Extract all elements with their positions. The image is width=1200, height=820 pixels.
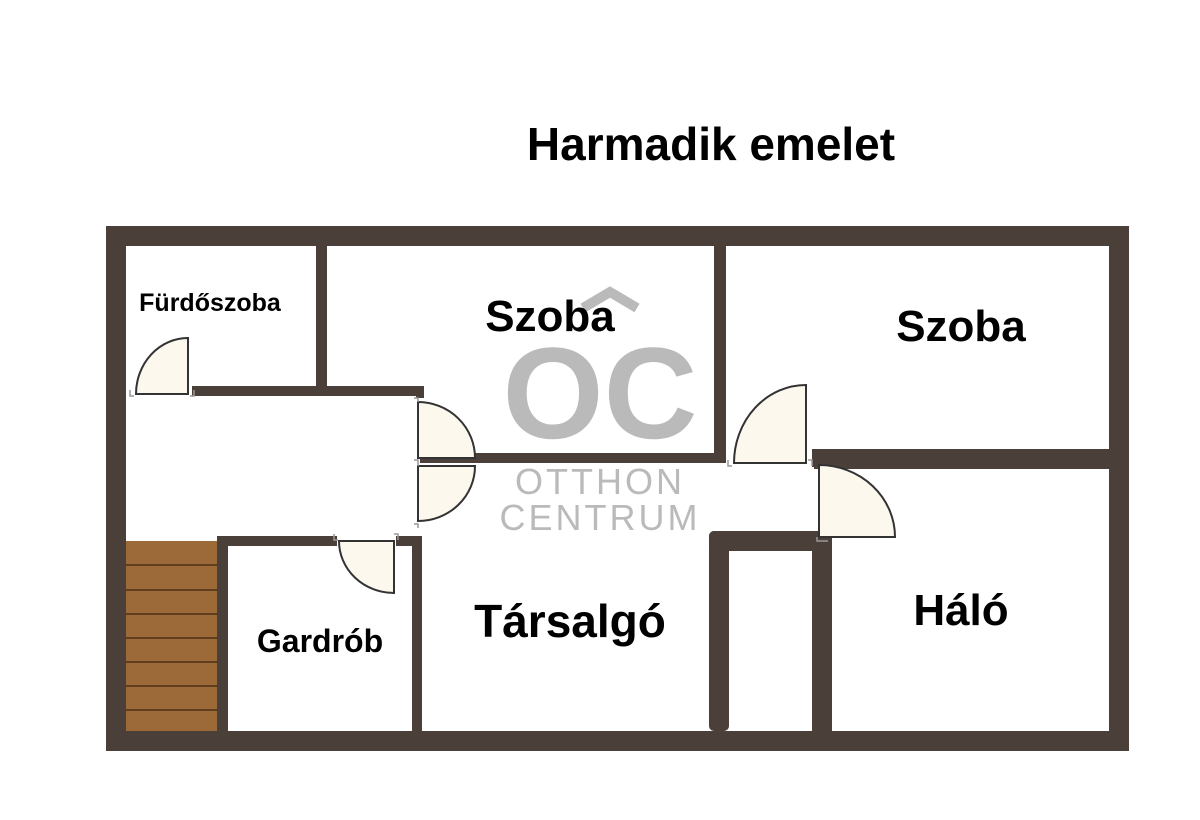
wardrobe-left-wall	[217, 536, 228, 731]
staircase	[126, 541, 218, 731]
door-room1	[417, 400, 477, 459]
watermark-initials: OC	[503, 320, 698, 466]
walls	[106, 226, 1129, 751]
outer-wall-right	[1109, 226, 1129, 751]
room-label-bedroom: Háló	[913, 586, 1008, 635]
room-label-bathroom: Fürdőszoba	[139, 289, 282, 317]
door-wardrobe	[337, 540, 395, 595]
floor-title: Harmadik emelet	[527, 118, 895, 170]
watermark-line-2: CENTRUM	[500, 497, 701, 538]
wardrobe-top-wall	[217, 536, 337, 546]
closet-left-wall	[709, 531, 729, 731]
door-lounge-west	[417, 465, 477, 523]
doors	[134, 336, 897, 595]
bathroom-right-wall	[316, 246, 327, 395]
watermark-line-1: OTTHON	[515, 461, 685, 502]
closet-right-wall	[812, 531, 832, 731]
room1-right-wall	[714, 246, 726, 462]
room1-bottom-wall	[420, 453, 726, 463]
door-bedroom	[818, 463, 897, 538]
wardrobe-right-wall	[412, 536, 422, 731]
room-label-wardrobe: Gardrób	[257, 623, 383, 659]
bathroom-bottom-wall	[192, 386, 422, 396]
watermark-logo: OC OTTHON CENTRUM	[500, 286, 701, 538]
room2-bottom-wall	[814, 449, 1109, 469]
watermark-roof-icon	[580, 286, 640, 313]
wardrobe-top-wall-right	[396, 536, 422, 546]
door-bathroom	[134, 336, 189, 395]
room-label-lounge: Társalgó	[474, 595, 666, 647]
door-jambs	[129, 390, 828, 542]
outer-wall-left	[106, 226, 126, 751]
room-label-room-1: Szoba	[485, 292, 615, 341]
closet-top-wall	[709, 531, 821, 551]
room1-left-wall	[416, 386, 424, 398]
outer-wall-bottom	[106, 731, 1129, 751]
bedroom-left-wall	[812, 449, 820, 467]
room-label-room-2: Szoba	[896, 302, 1026, 351]
door-room2	[732, 383, 807, 464]
outer-wall-top	[106, 226, 1129, 246]
